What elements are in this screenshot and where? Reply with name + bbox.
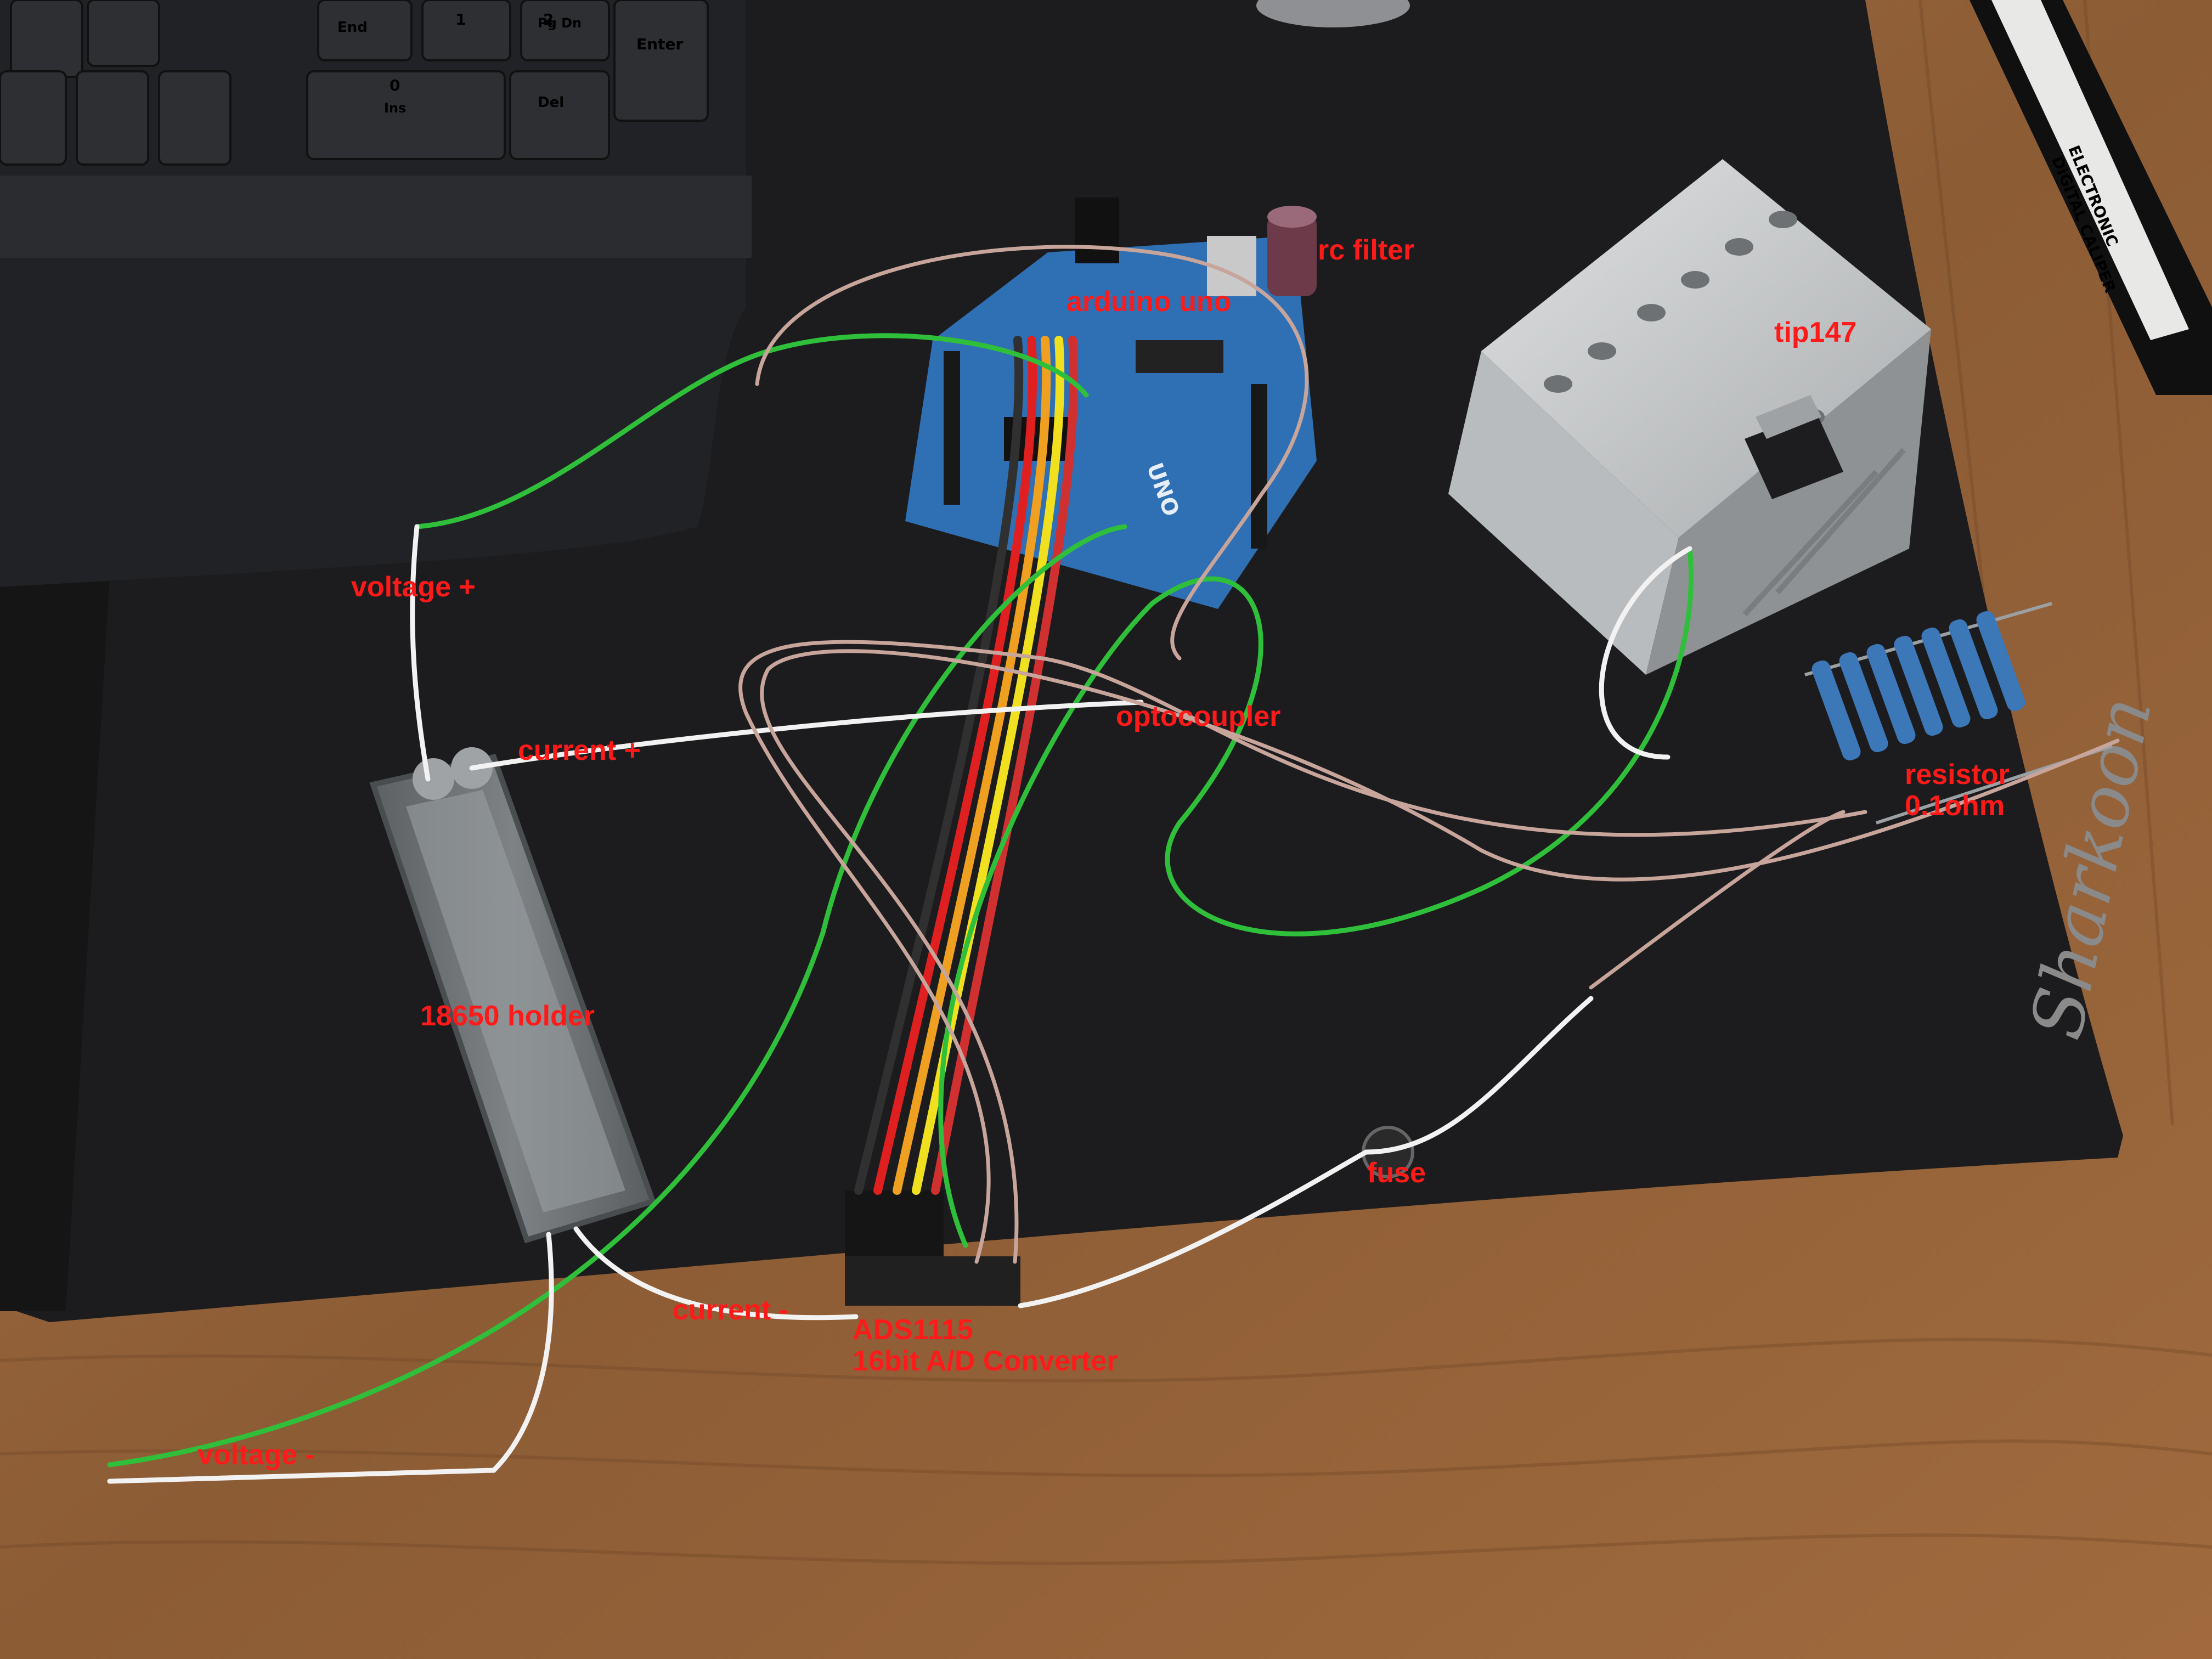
ads1115-module bbox=[845, 1190, 1020, 1306]
label-optocoupler: optocoupler bbox=[1116, 701, 1281, 732]
key-label: Ins bbox=[384, 100, 406, 116]
label-ads1115-line2: 16bit A/D Converter bbox=[853, 1345, 1118, 1378]
key-label: 0 bbox=[390, 76, 400, 94]
heat-sink bbox=[1448, 159, 1931, 675]
mat-left-edge bbox=[0, 576, 110, 1311]
key-label: Del bbox=[538, 94, 564, 111]
label-resistor: resistor 0.1ohm bbox=[1905, 759, 2010, 822]
key-label: 1 bbox=[455, 10, 466, 29]
battery-holder bbox=[369, 747, 657, 1244]
mug-base bbox=[1256, 0, 1410, 27]
label-current-minus: current - bbox=[673, 1294, 788, 1326]
label-ads1115: ADS1115 16bit A/D Converter bbox=[853, 1314, 1118, 1377]
label-fuse: fuse bbox=[1367, 1157, 1426, 1189]
label-arduino-uno: arduino uno bbox=[1066, 286, 1232, 318]
label-voltage-minus: voltage - bbox=[198, 1439, 315, 1471]
label-ads1115-line1: ADS1115 bbox=[853, 1314, 973, 1346]
resistor-bank bbox=[1804, 602, 2113, 825]
digital-caliper: ELECTRONIC DIGITAL CALIPER bbox=[1970, 0, 2212, 395]
capacitor bbox=[1267, 206, 1317, 296]
label-resistor-line1: resistor bbox=[1905, 759, 2010, 791]
key-label: 2 bbox=[543, 10, 554, 29]
label-resistor-line2: 0.1ohm bbox=[1905, 790, 2005, 822]
key-label: Enter bbox=[636, 35, 683, 53]
key-label: End bbox=[337, 19, 368, 36]
label-current-plus: current + bbox=[518, 735, 641, 766]
label-rc-filter: rc filter bbox=[1318, 234, 1415, 266]
wires bbox=[107, 245, 2120, 1484]
key-label: Pg Dn bbox=[538, 15, 582, 31]
label-18650-holder: 18650 holder bbox=[420, 1000, 595, 1032]
wood-grain bbox=[0, 0, 2212, 1564]
label-voltage-plus: voltage + bbox=[351, 571, 476, 603]
label-tip147: tip147 bbox=[1774, 317, 1857, 348]
keyboard: End 1 2 Pg Dn Enter 0 Ins Del bbox=[0, 0, 752, 587]
